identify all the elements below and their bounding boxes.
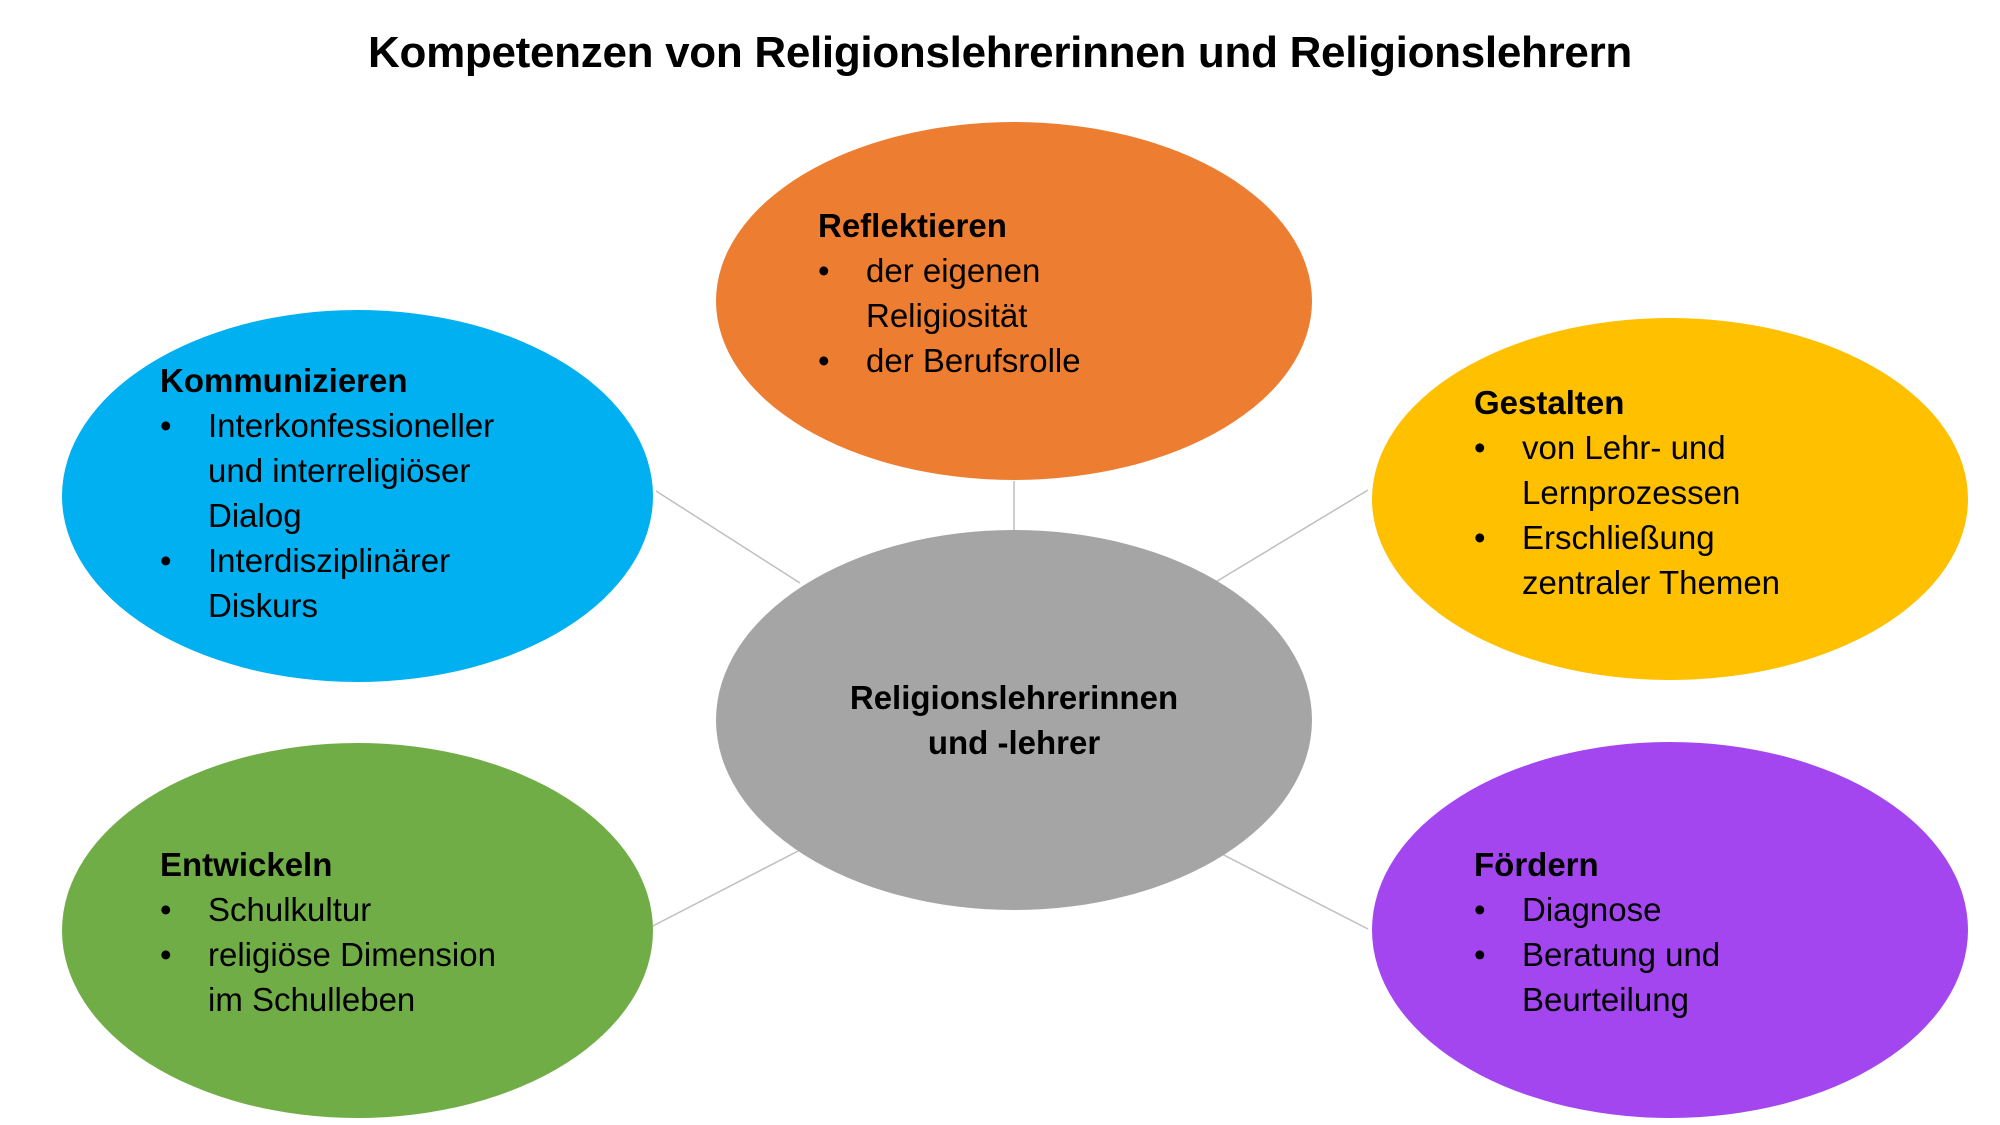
node-reflektieren: [716, 122, 1312, 480]
node-heading: Reflektieren: [818, 207, 1007, 244]
node-reflektieren-content: Reflektieren • der eigenen Religiosität …: [818, 203, 1081, 383]
bullet-icon: •: [1474, 891, 1486, 928]
node-entwickeln: [62, 743, 653, 1118]
diagram-title: Kompetenzen von Religionslehrerinnen und…: [368, 28, 1632, 77]
node-foerdern-content: Fördern • Diagnose • Beratung und Beurte…: [1474, 842, 1720, 1022]
list-item: • Beratung und Beurteilung: [1474, 932, 1720, 1022]
bullet-icon: •: [1474, 936, 1486, 973]
connector-right-top: [1213, 489, 1369, 584]
bullet-icon: •: [160, 407, 172, 444]
list-item: • Schulkultur: [160, 887, 496, 932]
connector-right-bottom: [1213, 849, 1369, 930]
bullet-icon: •: [1474, 429, 1486, 466]
bullet-list: • der eigenen Religiosität • der Berufsr…: [818, 248, 1081, 383]
bullet-list: • Interkonfessioneller und interreligiös…: [160, 403, 494, 628]
list-item: • der eigenen Religiosität: [818, 248, 1081, 338]
node-heading: Gestalten: [1474, 384, 1625, 421]
bullet-icon: •: [160, 891, 172, 928]
node-foerdern: [1372, 742, 1968, 1118]
connector-left-top: [655, 490, 801, 584]
bullet-icon: •: [818, 342, 830, 379]
node-gestalten-content: Gestalten • von Lehr- und Lernprozessen …: [1474, 380, 1780, 605]
connector-left-bottom: [646, 849, 801, 930]
node-gestalten: [1372, 318, 1968, 680]
bullet-icon: •: [160, 542, 172, 579]
bullet-list: • Diagnose • Beratung und Beurteilung: [1474, 887, 1720, 1022]
bullet-list: • Schulkultur • religiöse Dimension im S…: [160, 887, 496, 1022]
list-item: • Interkonfessioneller und interreligiös…: [160, 403, 494, 538]
list-item: • der Berufsrolle: [818, 338, 1081, 383]
list-item: • religiöse Dimension im Schulleben: [160, 932, 496, 1022]
node-kommunizieren-content: Kommunizieren • Interkonfessioneller und…: [160, 358, 494, 628]
node-center: Religionslehrerinnen und -lehrer: [716, 530, 1312, 910]
bullet-icon: •: [1474, 519, 1486, 556]
center-line-1: Religionslehrerinnen: [849, 679, 1179, 716]
list-item: • von Lehr- und Lernprozessen: [1474, 425, 1780, 515]
list-item: • Erschließung zentraler Themen: [1474, 515, 1780, 605]
node-entwickeln-content: Entwickeln • Schulkultur • religiöse Dim…: [160, 842, 496, 1022]
node-heading: Kommunizieren: [160, 362, 408, 399]
bullet-icon: •: [818, 252, 830, 289]
bullet-icon: •: [160, 936, 172, 973]
bullet-list: • von Lehr- und Lernprozessen • Erschlie…: [1474, 425, 1780, 605]
list-item: • Interdisziplinärer Diskurs: [160, 538, 494, 628]
center-label: Religionslehrerinnen und -lehrer: [716, 675, 1312, 765]
node-heading: Entwickeln: [160, 846, 333, 883]
center-line-2: und -lehrer: [927, 724, 1101, 761]
node-heading: Fördern: [1474, 846, 1599, 883]
node-kommunizieren: [62, 310, 653, 682]
list-item: • Diagnose: [1474, 887, 1720, 932]
